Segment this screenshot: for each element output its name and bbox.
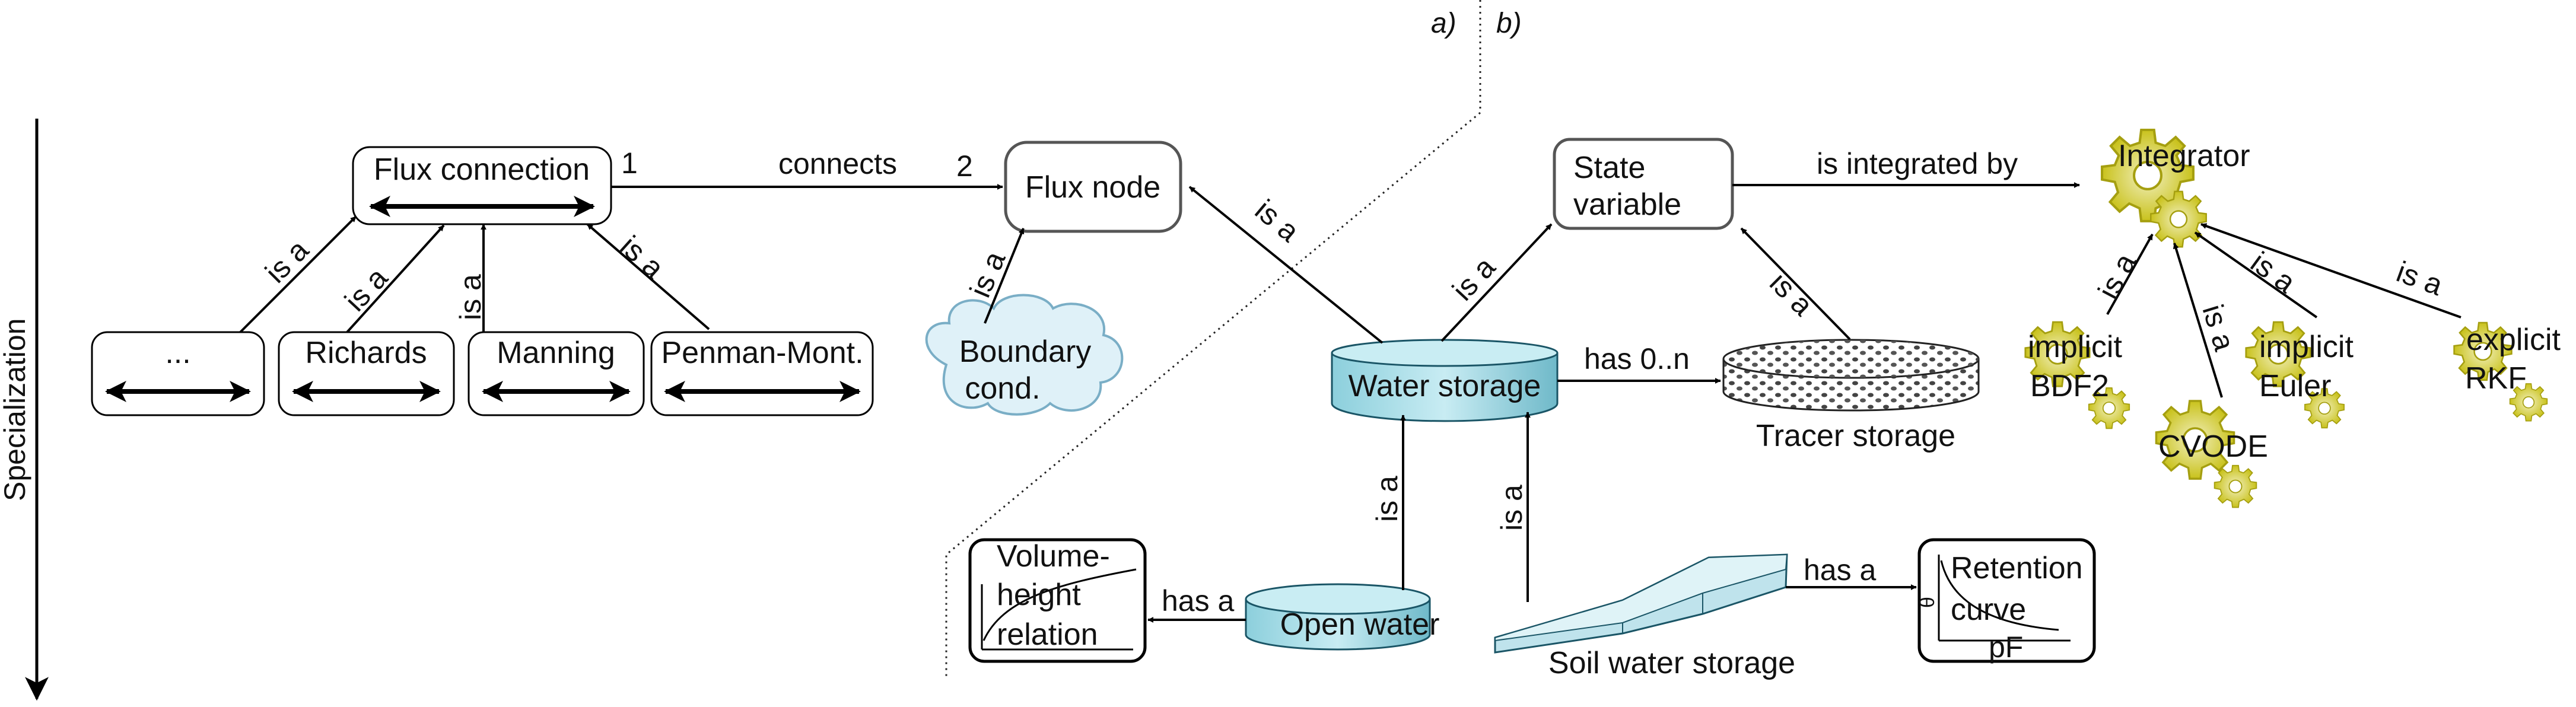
multiplicity-1: 1 [621,147,638,180]
svg-text:Tracer storage: Tracer storage [1756,419,1955,453]
edge-isa-boundary-label: is a [963,247,1012,302]
edge-has-retention-label: has a [1804,553,1877,587]
svg-text:Flux node: Flux node [1025,170,1160,205]
edge-connects-label: connects [778,147,897,180]
svg-text:pF: pF [1989,630,2023,664]
svg-text:Flux connection: Flux connection [374,152,590,187]
integrator-label: Integrator [2118,139,2250,173]
edge-isa-bdf2 [2106,234,2154,315]
svg-text:Open water: Open water [1280,607,1440,642]
svg-text:variable: variable [1573,187,1681,222]
edge-isa-manning-label: is a [454,274,487,320]
edge-isa-tracer-state [1740,227,1851,340]
edge-isa-cvode [2173,243,2223,398]
edge-isa-euler-label: is a [2245,246,2302,300]
water-storage-node: Water storage [1331,339,1559,422]
panel-label-b: b) [1496,8,1522,39]
edge-isa-soilwater-label: is a [1495,485,1528,531]
flux-type-manning: Manning [468,331,645,416]
panel-label-a: a) [1431,8,1456,39]
svg-text:Water storage: Water storage [1349,369,1541,403]
flux-type-penman: Penman-Mont. [650,331,874,416]
explicit-rkf-label-2: RKF [2465,361,2527,396]
edge-isa-waterstorage-state [1440,223,1553,342]
flux-type-richards: Richards [278,331,455,416]
svg-text:Penman-Mont.: Penman-Mont. [661,336,863,370]
implicit-euler-label-2: Euler [2259,369,2331,403]
edge-isa-waterstorage-fluxnode [1188,186,1384,344]
svg-text:...: ... [165,336,190,370]
flux-node: Flux node [1004,141,1182,233]
implicit-bdf2-label-1: implicit [2028,330,2122,364]
edge-isa-waterstorage-state-label: is a [1446,250,1502,307]
state-variable-node: State variable [1553,138,1734,230]
boundary-condition-cloud: Boundary cond. [925,294,1124,416]
edge-isa-richards-label: is a [338,261,394,317]
edge-isa-ellipsis [239,215,357,333]
edge-integrated-by-label: is integrated by [1817,147,2018,180]
edge-has-tracer-label: has 0..n [1584,342,1690,375]
edge-isa-tracer-state-label: is a [1763,266,1820,322]
edge-isa-penman [586,223,710,330]
edge-isa-richards [346,224,445,333]
edge-isa-cvode-label: is a [2196,301,2241,355]
svg-text:Retention: Retention [1951,551,2083,585]
edge-isa-ellipsis-label: is a [259,233,315,289]
implicit-bdf2-label-2: BDF2 [2030,369,2109,403]
svg-text:Manning: Manning [497,336,615,370]
svg-text:θ: θ [1916,597,1939,608]
volume-height-relation-node: Volume- height relation [968,538,1147,663]
flux-connection-node: Flux connection [352,146,612,225]
specialization-label: Specialization [0,318,31,501]
edge-isa-boundary [984,228,1025,324]
flux-type-ellipsis: ... [91,331,265,416]
svg-text:Boundary: Boundary [959,335,1092,369]
edge-isa-openwater-label: is a [1370,476,1404,522]
explicit-rkf-label-1: explicit [2466,323,2561,357]
multiplicity-2: 2 [956,149,973,183]
edge-isa-rkf [2200,223,2461,319]
svg-text:State: State [1573,151,1645,185]
implicit-euler-label-1: implicit [2259,330,2354,364]
edge-isa-euler [2194,231,2318,319]
tracer-storage-node: Tracer storage [1722,339,1980,453]
edge-has-volume-label: has a [1162,584,1235,617]
svg-text:relation: relation [997,617,1098,652]
soil-water-storage-node: Soil water storage [1494,553,1795,680]
retention-curve-node: Retention curve pF θ [1916,538,2096,664]
svg-text:cond.: cond. [965,371,1040,406]
svg-text:curve: curve [1951,593,2026,627]
edge-isa-penman-label: is a [614,230,670,285]
svg-text:height: height [997,578,1081,612]
edge-isa-bdf2-label: is a [2091,248,2142,304]
svg-text:Volume-: Volume- [997,539,1110,574]
edge-isa-waterstorage-fluxnode-label: is a [1249,193,1306,249]
svg-text:Richards: Richards [305,336,427,370]
cvode-label: CVODE [2158,429,2268,464]
open-water-node: Open water [1245,583,1440,651]
svg-text:Soil water storage: Soil water storage [1548,646,1795,680]
